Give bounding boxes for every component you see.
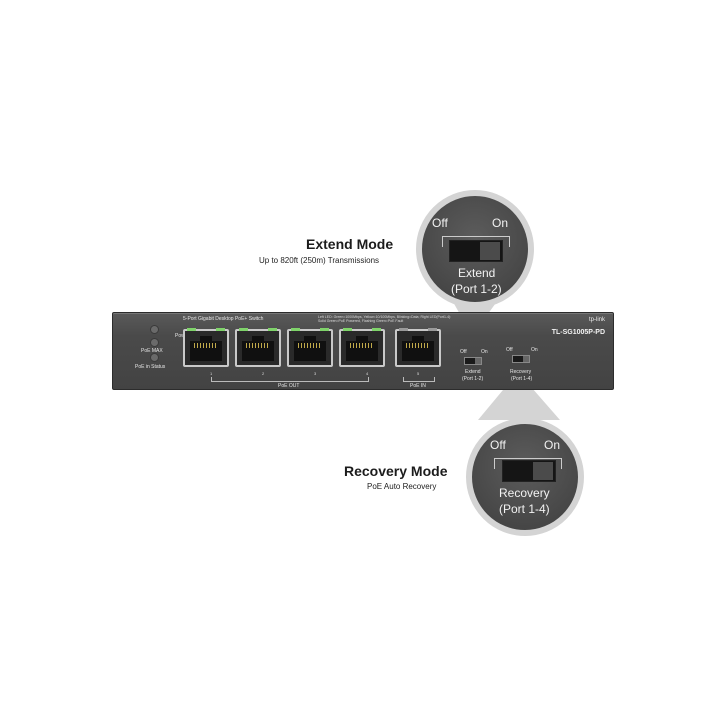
recovery-connector [478,372,560,420]
port-led [216,328,225,331]
port-1 [183,328,229,367]
port-2 [235,328,281,367]
port-number-3: 3 [314,371,317,376]
port-led [291,328,300,331]
port-number-2: 2 [262,371,265,376]
recovery-switch-off-label: Off [506,347,513,353]
port-latch [304,336,316,342]
port-led [343,328,352,331]
extend-mode-subtitle: Up to 820ft (250m) Transmissions [259,256,380,265]
model-number: TL-SG1005P-PD [551,329,605,336]
poe-in-bracket [403,377,435,382]
device-description: 5-Port Gigabit Desktop PoE+ Switch [183,316,264,322]
port-pins [246,343,270,348]
switch-front-panel: Power PoE MAX PoE in Status 5-Port Gigab… [112,312,614,390]
poe-max-led-label: PoE MAX [141,348,163,354]
port-3 [287,328,333,367]
poe-in-status-led [150,353,159,362]
poe-in-label: PoE IN [410,383,426,389]
poe-in-status-led-label: PoE in Status [135,364,166,370]
port-4 [339,328,385,367]
port-led [320,328,329,331]
port-pins [406,343,430,348]
extend-bubble-on: On [492,216,509,230]
port-latch [200,336,212,342]
extend-bubble-off: Off [432,216,448,230]
port-pins [194,343,218,348]
port-latch [412,336,424,342]
port-5 [395,328,441,367]
extend-bubble-bracket [442,236,510,247]
recovery-bubble-ports: (Port 1-4) [499,502,550,516]
recovery-zoom-bubble: Off On Recovery (Port 1-4) [466,418,584,536]
power-led [150,325,159,334]
recovery-mode-title: Recovery Mode [344,463,448,479]
port-number-4: 4 [366,371,369,376]
extend-zoom-bubble: Off On Extend (Port 1-2) [416,190,534,308]
port-led [239,328,248,331]
extend-bubble-ports: (Port 1-2) [451,282,502,296]
port-pins [298,343,322,348]
port-led [268,328,277,331]
led-legend-text: Left LED: Green=1000Mbps, Yellow=10/100M… [318,315,452,323]
recovery-bubble-off: Off [490,438,506,452]
recovery-dip-switch[interactable] [512,355,530,363]
port-number-1: 1 [210,371,213,376]
recovery-bubble-bracket [494,458,562,469]
extend-switch-zoomed [449,240,503,262]
port-led [399,328,408,331]
poe-out-label: PoE OUT [278,383,300,389]
recovery-bubble-label: Recovery [499,486,550,500]
port-number-5: 5 [417,371,420,376]
recovery-switch-on-label: On [531,347,538,353]
recovery-bubble-on: On [544,438,561,452]
power-led-label: Power [175,333,189,339]
recovery-switch-zoomed [502,460,556,482]
port-led [187,328,196,331]
extend-bubble-label: Extend [458,266,496,280]
extend-mode-title: Extend Mode [306,236,394,252]
recovery-switch-label: Recovery [510,369,532,375]
extend-dip-knob [475,358,481,364]
port-latch [252,336,264,342]
tp-link-logo: tp-link [588,317,605,323]
port-led [372,328,381,331]
extend-switch-off-label: Off [460,349,467,355]
poe-max-led [150,338,159,347]
recovery-mode-subtitle: PoE Auto Recovery [367,482,437,491]
extend-switch-zoomed-knob [480,242,500,260]
extend-switch-ports: (Port 1-2) [462,376,484,382]
port-pins [350,343,374,348]
port-latch [356,336,368,342]
port-led [428,328,437,331]
recovery-switch-zoomed-knob [533,462,553,480]
extend-switch-on-label: On [481,349,488,355]
recovery-dip-knob [523,356,529,362]
poe-out-bracket [211,377,369,382]
recovery-switch-ports: (Port 1-4) [511,376,533,382]
extend-switch-label: Extend [465,369,481,375]
extend-dip-switch[interactable] [464,357,482,365]
